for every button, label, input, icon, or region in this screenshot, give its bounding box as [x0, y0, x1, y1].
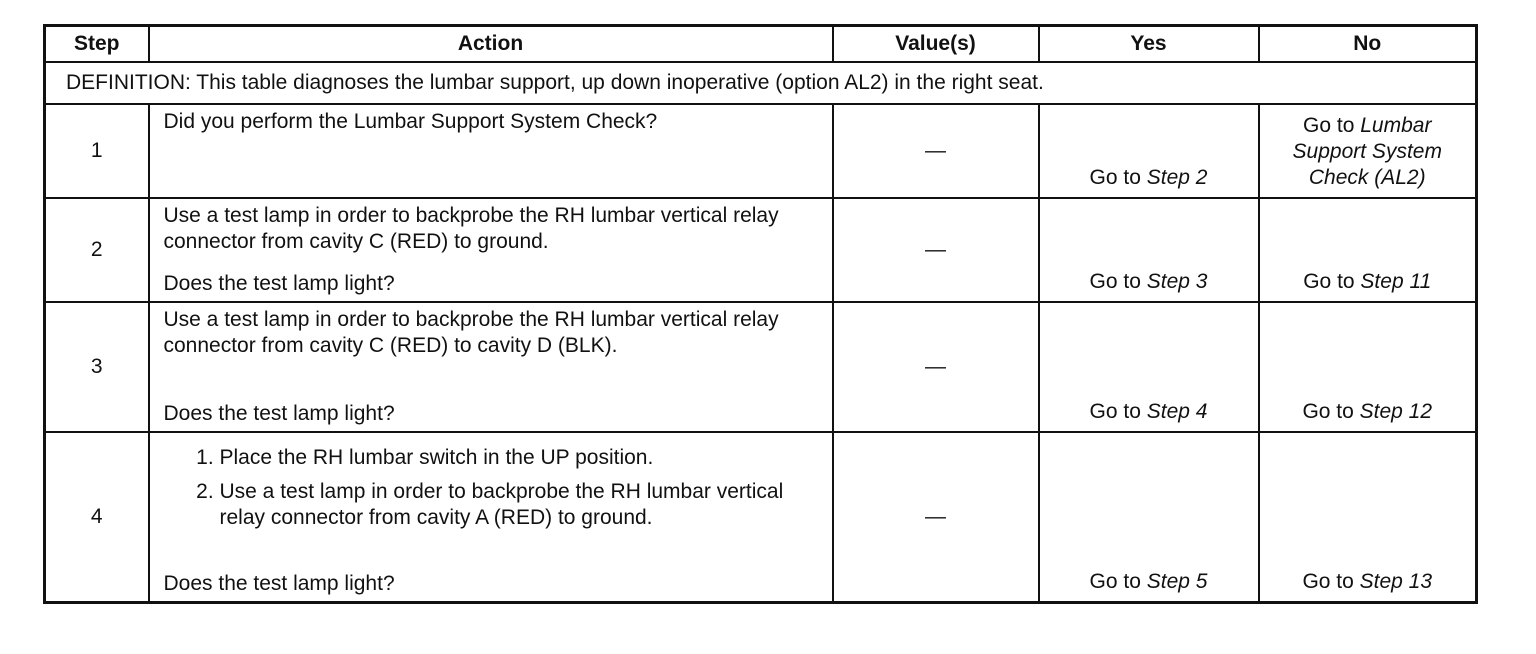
- yes-link: Step 3: [1146, 270, 1208, 293]
- action-text: Did you perform the Lumbar Support Syste…: [163, 110, 658, 133]
- action-cell: Use a test lamp in order to backprobe th…: [147, 197, 834, 303]
- action-list-item: Place the RH lumbar switch in the UP pos…: [220, 445, 822, 471]
- yes-link: Step 5: [1146, 569, 1208, 593]
- table-row: 1 Did you perform the Lumbar Support Sys…: [43, 103, 1478, 199]
- yes-link: Step 2: [1146, 166, 1208, 189]
- no-prefix: Go to: [1302, 400, 1360, 423]
- definition-row: DEFINITION: This table diagnoses the lum…: [43, 61, 1478, 105]
- no-cell: Go to Lumbar Support System Check (AL2): [1257, 103, 1478, 199]
- table-row: 4 Place the RH lumbar switch in the UP p…: [43, 431, 1478, 603]
- action-cell: Did you perform the Lumbar Support Syste…: [147, 103, 834, 199]
- no-link: Lumbar Support System Check (AL2): [1292, 114, 1442, 189]
- definition-text: DEFINITION: This table diagnoses the lum…: [43, 61, 1478, 105]
- action-cell: Use a test lamp in order to backprobe th…: [147, 301, 834, 433]
- header-action: Action: [147, 24, 834, 63]
- header-values: Value(s): [831, 24, 1040, 63]
- no-link: Step 13: [1359, 569, 1433, 593]
- table-row: 2 Use a test lamp in order to backprobe …: [43, 197, 1478, 303]
- no-prefix: Go to: [1303, 114, 1361, 137]
- step-number: 2: [43, 197, 150, 303]
- question-text: Does the test lamp light?: [163, 571, 395, 595]
- yes-cell: Go to Step 5: [1037, 431, 1260, 603]
- header-step: Step: [43, 24, 150, 63]
- step-number: 4: [43, 431, 150, 603]
- no-link: Step 12: [1359, 400, 1433, 423]
- no-cell: Go to Step 12: [1257, 301, 1478, 433]
- no-prefix: Go to: [1303, 270, 1361, 293]
- action-cell: Place the RH lumbar switch in the UP pos…: [147, 431, 834, 603]
- step-number: 1: [43, 103, 150, 199]
- step-number: 3: [43, 301, 150, 433]
- no-link: Step 11: [1360, 270, 1432, 293]
- no-prefix: Go to: [1302, 569, 1360, 593]
- value-cell: —: [831, 301, 1040, 433]
- yes-cell: Go to Step 4: [1037, 301, 1260, 433]
- header-no: No: [1257, 24, 1478, 63]
- action-text: Use a test lamp in order to backprobe th…: [163, 204, 779, 253]
- value-cell: —: [831, 103, 1040, 199]
- action-list: Place the RH lumbar switch in the UP pos…: [164, 445, 822, 531]
- yes-prefix: Go to: [1089, 270, 1147, 293]
- question-text: Does the test lamp light?: [163, 402, 395, 425]
- value-cell: —: [831, 197, 1040, 303]
- no-cell: Go to Step 13: [1257, 431, 1478, 603]
- table-row: 3 Use a test lamp in order to backprobe …: [43, 301, 1478, 433]
- no-cell: Go to Step 11: [1257, 197, 1478, 303]
- yes-prefix: Go to: [1089, 569, 1147, 593]
- yes-link: Step 4: [1146, 400, 1208, 423]
- yes-prefix: Go to: [1089, 400, 1147, 423]
- value-cell: —: [831, 431, 1040, 603]
- diagnostic-table: Step Action Value(s) Yes No DEFINITION: …: [43, 24, 1478, 604]
- header-yes: Yes: [1037, 24, 1260, 63]
- yes-prefix: Go to: [1089, 166, 1147, 189]
- yes-cell: Go to Step 3: [1037, 197, 1260, 303]
- question-text: Does the test lamp light?: [163, 272, 395, 295]
- yes-cell: Go to Step 2: [1037, 103, 1260, 199]
- action-text: Use a test lamp in order to backprobe th…: [163, 308, 779, 357]
- action-list-item: Use a test lamp in order to backprobe th…: [220, 479, 822, 531]
- header-row: Step Action Value(s) Yes No: [43, 24, 1478, 63]
